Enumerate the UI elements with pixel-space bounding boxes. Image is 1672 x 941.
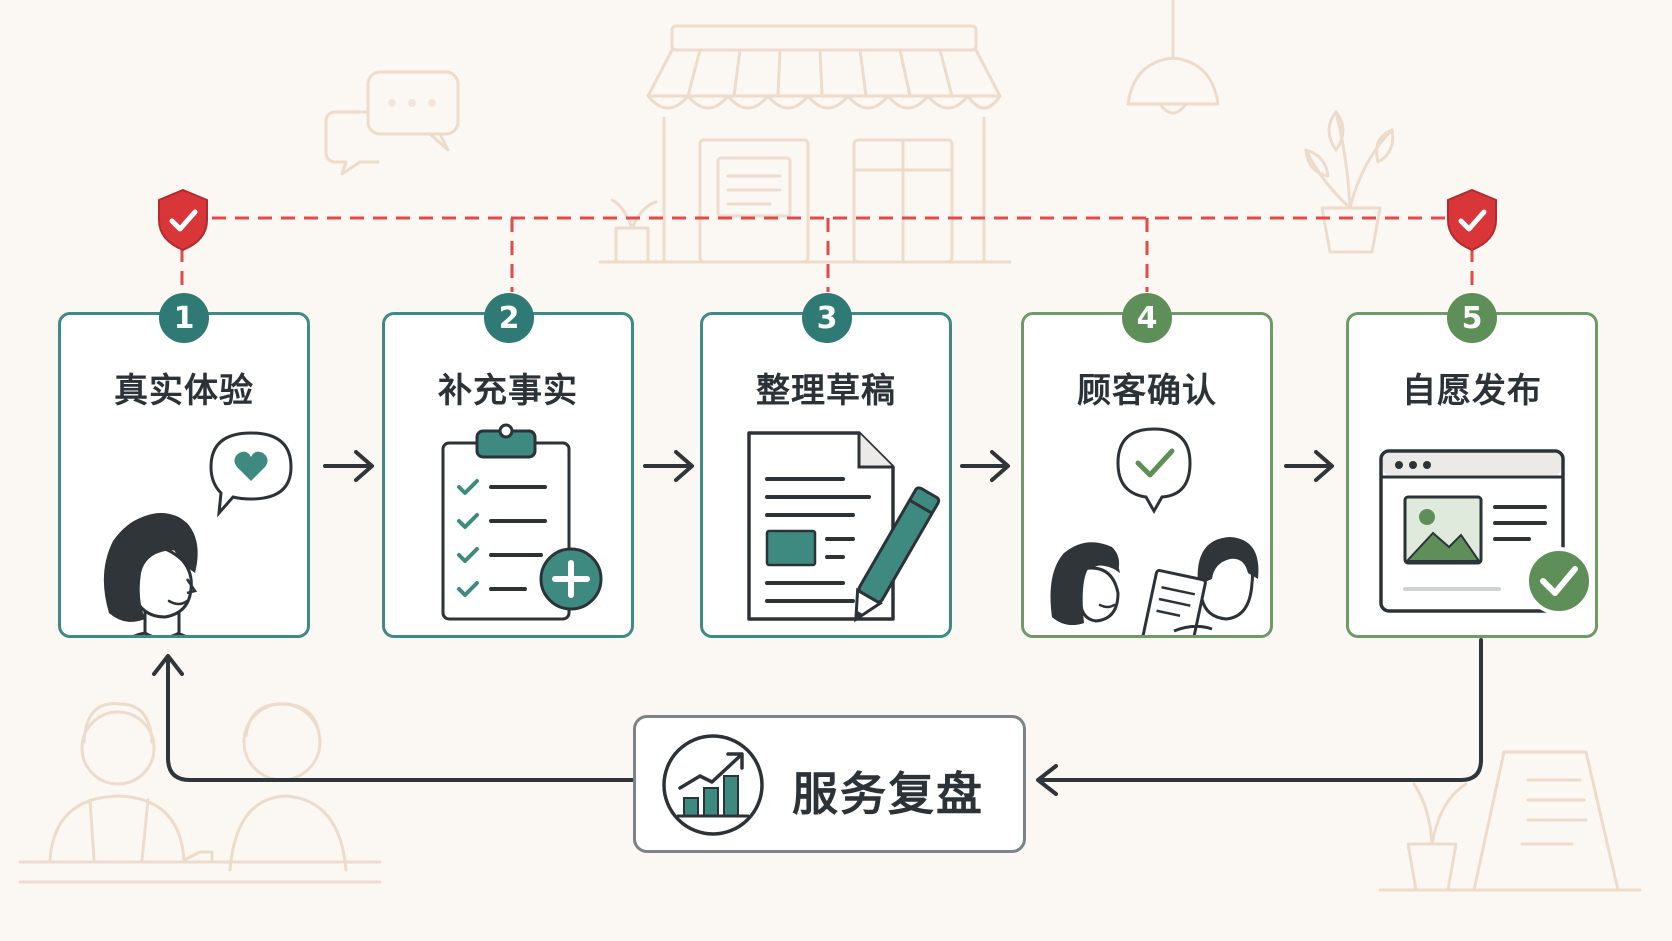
shield-check-icon: [1447, 188, 1497, 252]
storefront-icon: [598, 24, 1012, 264]
publish-check-icon: [1379, 449, 1593, 615]
step-card-3: 整理草稿: [700, 312, 952, 638]
review-label: 服务复盘: [792, 767, 984, 821]
step-title: 真实体验: [114, 371, 254, 411]
step-card-4: 顾客确认: [1021, 312, 1273, 638]
growth-chart-icon: [662, 734, 764, 836]
step-title: 自愿发布: [1402, 371, 1542, 411]
person-heart-icon: [103, 431, 293, 635]
checklist-add-icon: [441, 423, 603, 621]
step-number-badge: 4: [1122, 293, 1172, 343]
step-card-1: 真实体验: [58, 312, 310, 638]
step-card-5: 自愿发布: [1346, 312, 1598, 638]
feedback-loop-arrows: [152, 638, 1483, 796]
shield-check-icon: [158, 188, 208, 252]
step-number-badge: 5: [1447, 293, 1497, 343]
dashed-compliance-line: [180, 216, 1474, 292]
customer-confirm-icon: [1050, 427, 1259, 635]
arrow-1-to-2: [323, 450, 374, 482]
arrow-2-to-3: [643, 450, 694, 482]
step-number-badge: 3: [802, 293, 852, 343]
step-arrows: [323, 450, 1334, 482]
step-title: 整理草稿: [756, 371, 896, 411]
arrow-4-to-5: [1284, 450, 1334, 482]
barista-scene-icon: [18, 702, 382, 884]
step-title: 顾客确认: [1077, 371, 1217, 411]
step-number-badge: 2: [484, 293, 534, 343]
step-number-badge: 1: [159, 293, 209, 343]
step-card-2: 补充事实: [382, 312, 634, 638]
step-title: 补充事实: [438, 371, 578, 411]
potted-plant-icon: [1304, 110, 1395, 254]
service-review-box: 服务复盘: [633, 715, 1026, 853]
chat-bubbles-icon: [324, 70, 460, 176]
a-frame-sign-icon: [1378, 750, 1642, 892]
document-pen-icon: [747, 431, 941, 623]
arrow-3-to-4: [960, 450, 1010, 482]
hanging-lamp-icon: [1126, 0, 1220, 115]
